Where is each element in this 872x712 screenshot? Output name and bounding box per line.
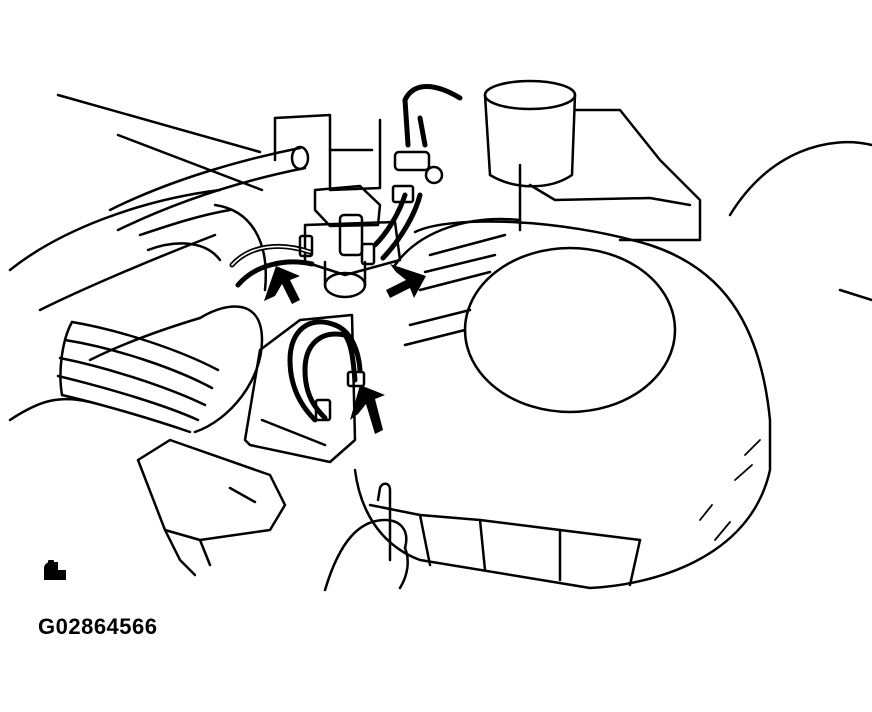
mounting-bracket [243,313,357,464]
vacuum-hoses [229,83,463,423]
arrow-icon [350,385,385,434]
arrow-icon [264,266,300,304]
engine-bay-outline [8,93,872,422]
canister [483,79,702,242]
hand-pointer [323,482,409,592]
intake-duct [38,203,267,434]
figure-code: G02864566 [38,614,158,639]
arrow-icons [264,264,426,434]
lower-left-component [136,438,287,577]
hose-clamps [298,150,444,422]
air-cleaner-housing [353,217,772,590]
vsv-assembly [273,113,402,299]
upper-pipe [108,145,310,232]
hand-book-icon [44,560,66,580]
arrow-icon [386,264,426,298]
